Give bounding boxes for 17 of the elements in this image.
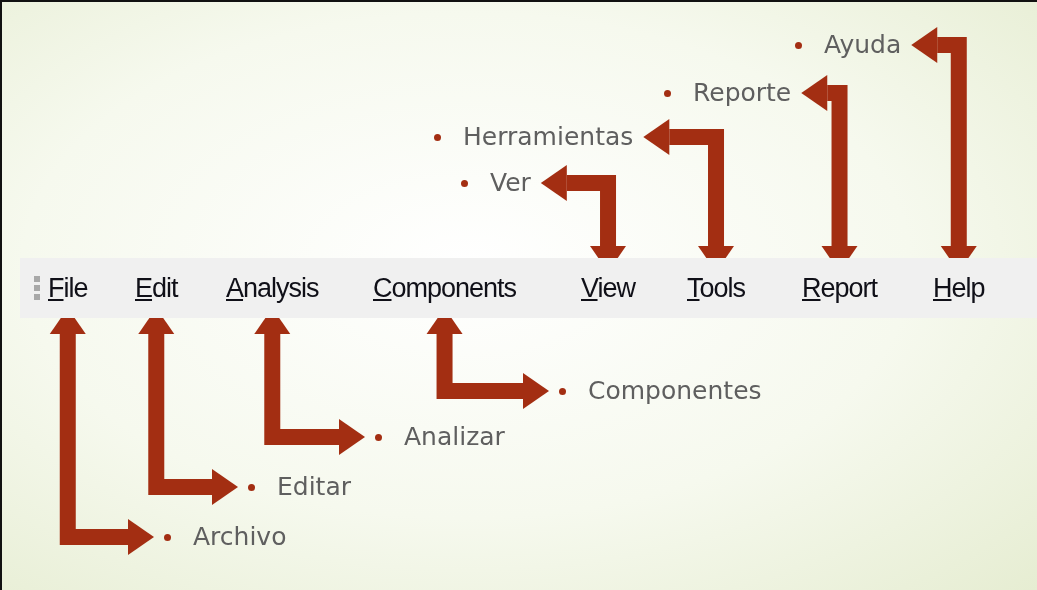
menu-item: File <box>48 272 88 304</box>
translation-text: Archivo <box>193 521 287 553</box>
menu-item: Components <box>373 272 517 304</box>
menu-item: Help <box>933 272 985 304</box>
menu-bar <box>20 258 1037 318</box>
menu-item: View <box>581 272 636 304</box>
menu-item: Tools <box>687 272 746 304</box>
menu-item: Edit <box>135 272 178 304</box>
translation-text: Herramientas <box>463 121 634 153</box>
translation-text: Ver <box>490 167 531 199</box>
translation-text: Componentes <box>588 375 762 407</box>
menu-item: Report <box>802 272 878 304</box>
translation-text: Ayuda <box>824 29 902 61</box>
translation-text: Editar <box>277 471 351 503</box>
translation-text: Analizar <box>404 421 505 453</box>
menu-item: Analysis <box>226 272 319 304</box>
translation-text: Reporte <box>693 77 792 109</box>
